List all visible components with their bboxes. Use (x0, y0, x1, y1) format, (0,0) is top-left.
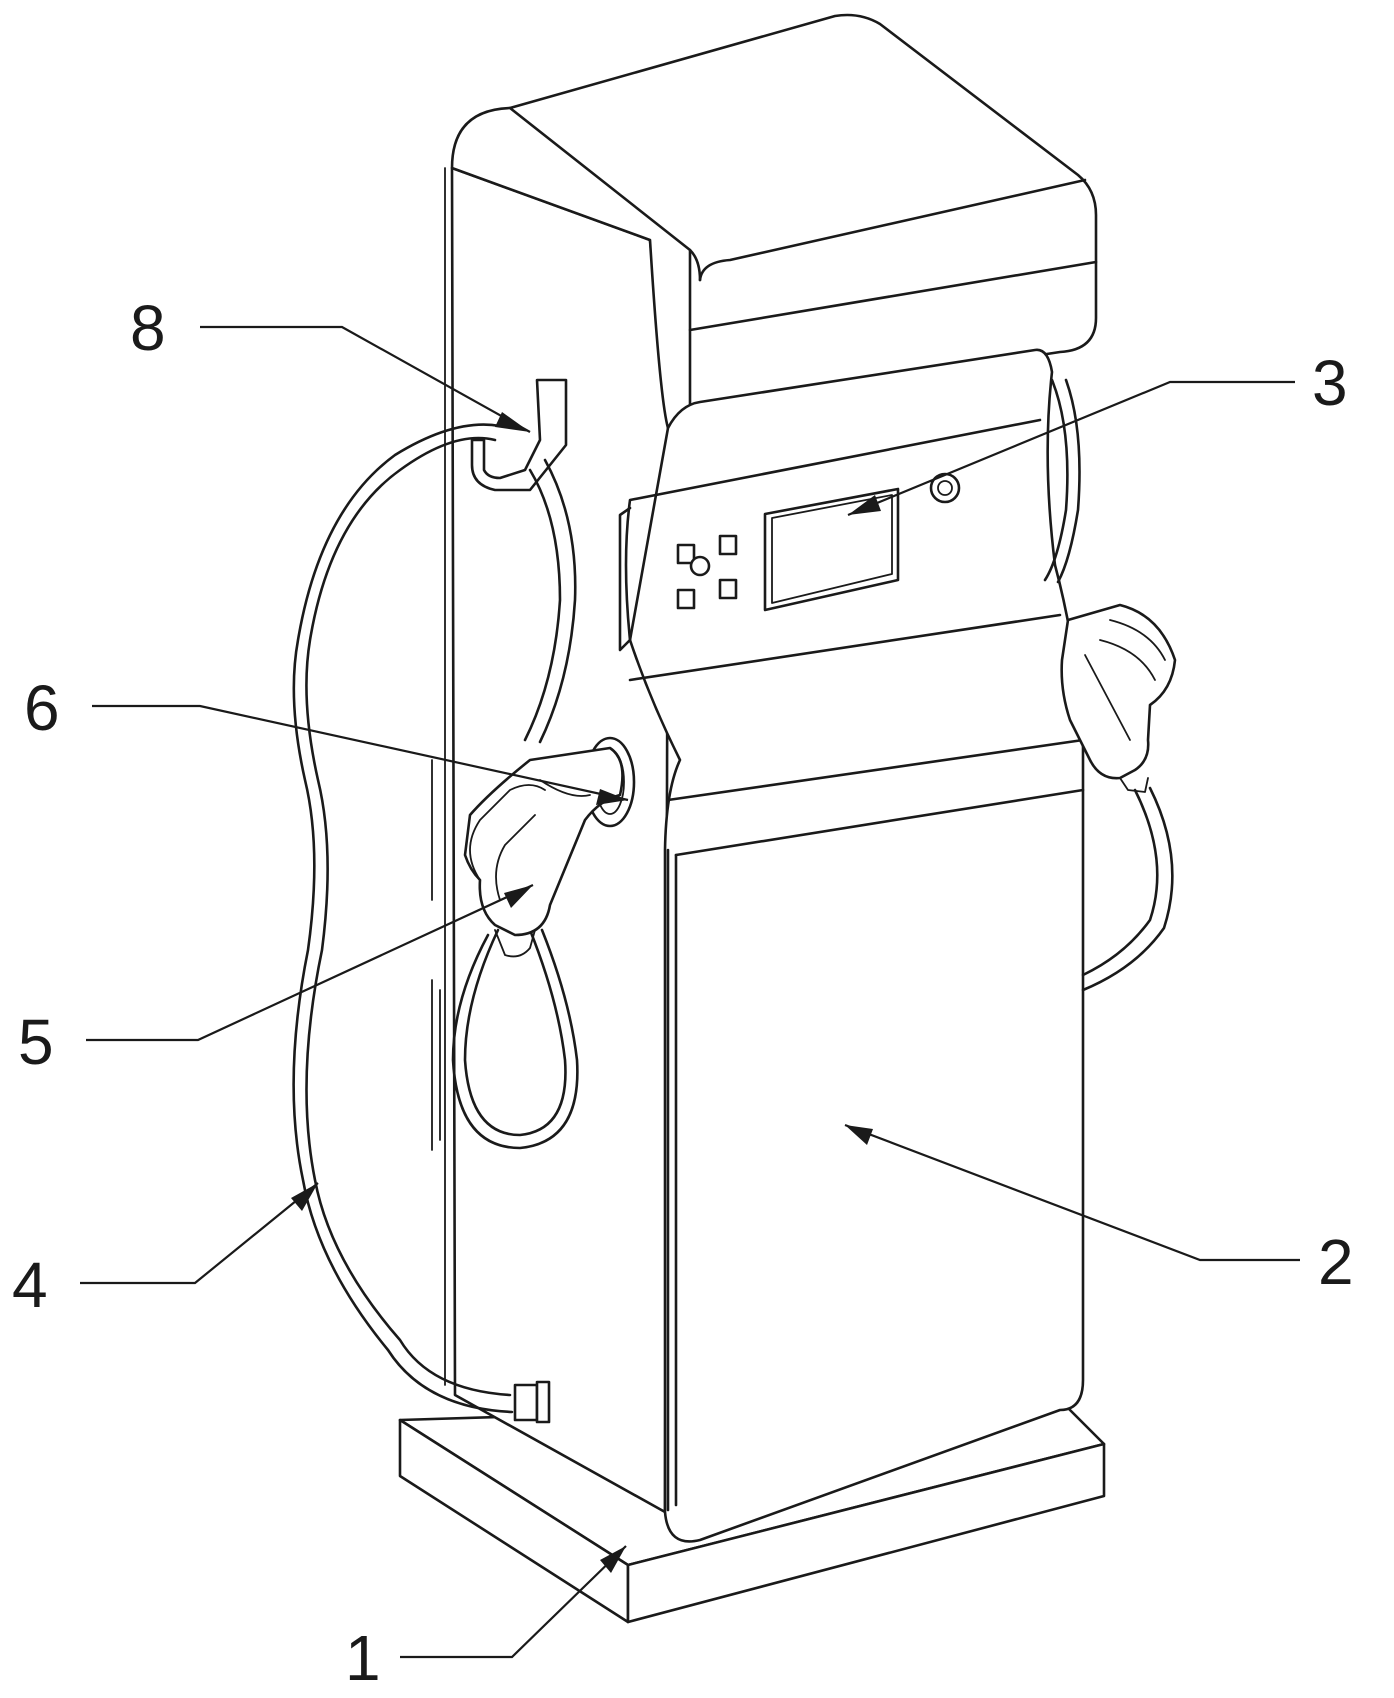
label-8: 8 (130, 292, 166, 364)
label-6: 6 (24, 672, 60, 744)
label-2: 2 (1318, 1226, 1354, 1298)
cable-gland (513, 1380, 551, 1424)
keypad-buttons (676, 534, 738, 610)
leader-6 (92, 704, 629, 805)
leader-2 (844, 1123, 1300, 1262)
label-4: 4 (12, 1249, 48, 1321)
cabinet-front (618, 348, 1085, 1543)
label-1: 1 (345, 1622, 381, 1694)
leader-4 (80, 1182, 319, 1285)
cabinet-head (450, 13, 1098, 430)
leader-8 (200, 325, 531, 433)
charging-gun-left (463, 746, 624, 958)
leader-1 (400, 1545, 627, 1659)
charging-cable (292, 378, 1174, 1424)
charging-gun-right (1060, 603, 1177, 793)
cable-hook (470, 378, 568, 492)
leader-5 (86, 884, 534, 1042)
leader-3 (847, 380, 1295, 517)
label-5: 5 (18, 1006, 54, 1078)
emergency-stop-button (929, 472, 961, 504)
label-3: 3 (1312, 347, 1348, 419)
control-panel (676, 472, 961, 612)
